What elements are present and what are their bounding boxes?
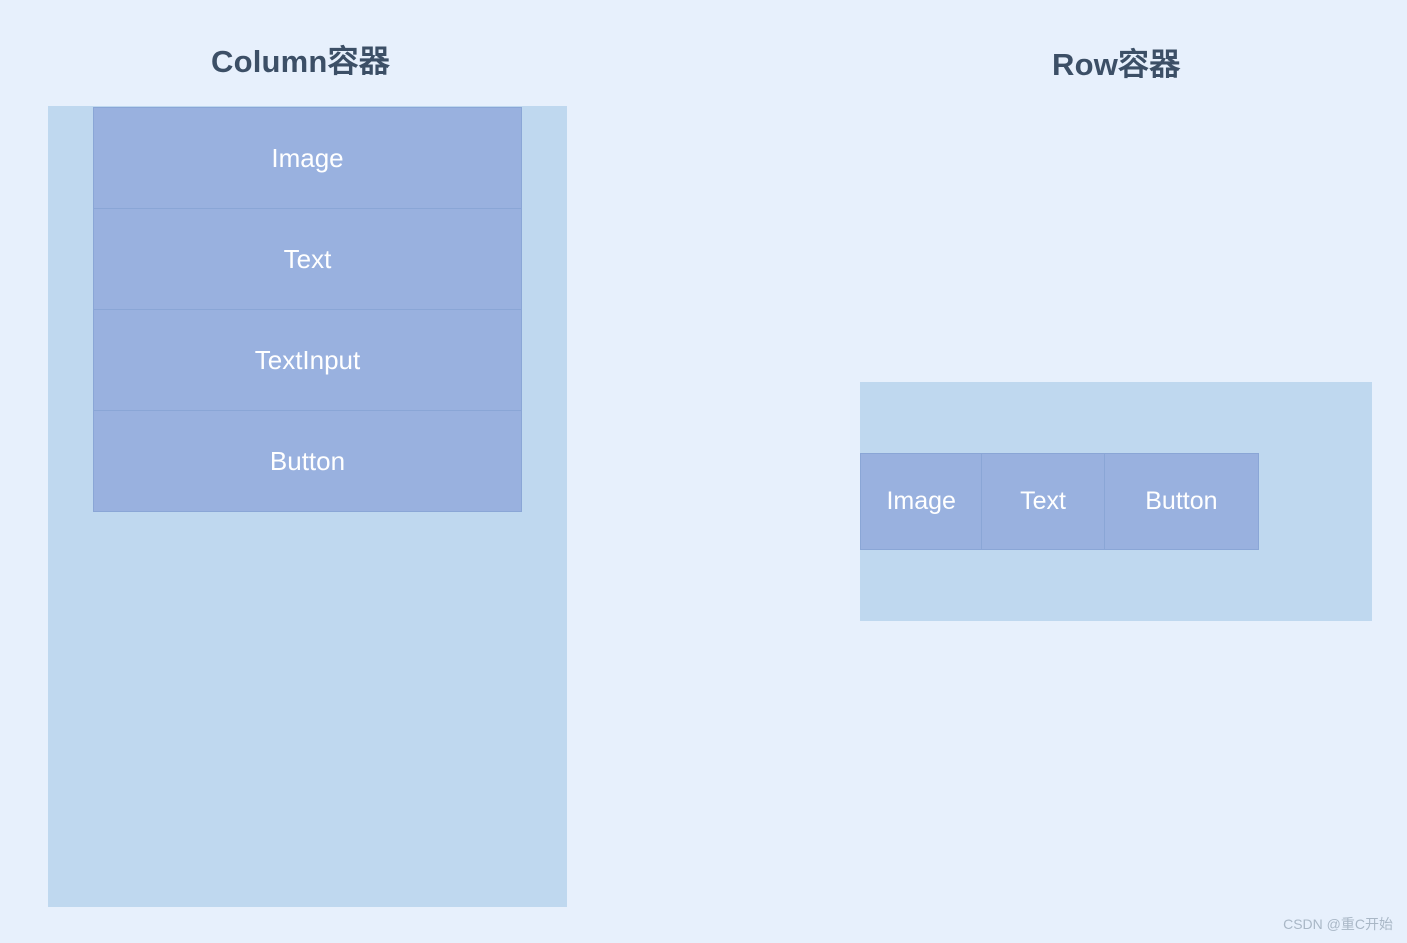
column-cell-image: Image <box>94 108 521 209</box>
column-section-title: Column容器 <box>211 44 390 79</box>
column-cell-text: Text <box>94 209 521 310</box>
column-inner-stack: Image Text TextInput Button <box>93 107 522 512</box>
watermark: CSDN @重C开始 <box>1283 916 1393 932</box>
row-cell-button: Button <box>1104 454 1258 549</box>
row-cell-text: Text <box>982 454 1105 549</box>
row-section-title: Row容器 <box>1052 47 1181 82</box>
column-cell-button: Button <box>94 411 521 511</box>
row-cell-image: Image <box>861 454 983 549</box>
row-inner-stack: Image Text Button <box>860 453 1259 550</box>
column-cell-textinput: TextInput <box>94 310 521 411</box>
